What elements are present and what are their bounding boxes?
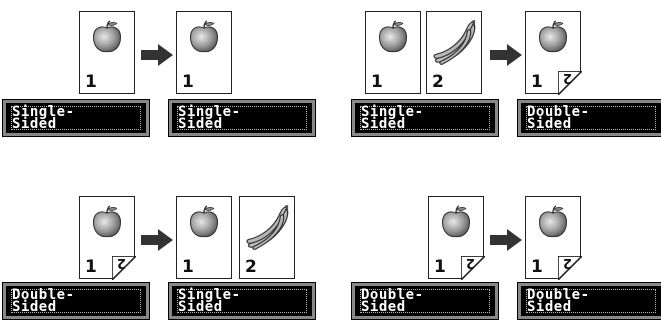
page-number: 1 [182, 259, 194, 276]
label-text: Double- Sided [12, 289, 75, 313]
apple-icon [89, 205, 125, 241]
copy-mode-label: Double- Sided [518, 100, 661, 136]
original-page-2: 2 [426, 11, 482, 94]
banana-icon [431, 18, 479, 66]
arrow-right-icon [141, 44, 173, 66]
label-text: Double- Sided [361, 289, 424, 313]
panel-single-to-double: 1 2 1 2 Single- Sided Double- Sided [330, 0, 661, 160]
apple-icon [186, 205, 222, 241]
page-number: 1 [531, 74, 543, 91]
panel-double-to-single: 1 2 1 2 Double- Sided Single- Sided [0, 160, 330, 321]
back-page-number: 2 [117, 256, 126, 269]
original-mode-label: Single- Sided [3, 100, 149, 136]
original-mode-label: Double- Sided [352, 283, 498, 319]
copy-mode-label: Single- Sided [169, 283, 315, 319]
page-number: 1 [85, 259, 97, 276]
apple-icon [186, 20, 222, 56]
apple-icon [438, 205, 474, 241]
original-page-duplex: 1 2 [428, 196, 484, 279]
page-number: 1 [85, 74, 97, 91]
back-page-number: 2 [563, 71, 572, 84]
copy-page-2: 2 [239, 196, 295, 279]
panel-single-to-single: 1 1 Single- Sided Single- Sided [0, 0, 330, 160]
apple-icon [535, 20, 571, 56]
apple-icon [375, 20, 411, 56]
page-number: 1 [531, 259, 543, 276]
panel-double-to-double: 1 2 1 2 Double- Sided Double- Sided [330, 160, 661, 321]
label-text: Single- Sided [178, 289, 241, 313]
copy-page-duplex: 1 2 [525, 11, 581, 94]
label-text: Double- Sided [527, 106, 590, 130]
apple-icon [89, 20, 125, 56]
page-number: 1 [182, 74, 194, 91]
original-mode-label: Double- Sided [3, 283, 149, 319]
page-number: 1 [371, 74, 383, 91]
banana-icon [244, 203, 292, 251]
copy-mode-label: Double- Sided [518, 283, 661, 319]
label-text: Single- Sided [361, 106, 424, 130]
original-page-duplex: 1 2 [79, 196, 135, 279]
label-text: Single- Sided [12, 106, 75, 130]
original-page: 1 [79, 11, 135, 94]
back-page-number: 2 [466, 256, 475, 269]
page-number: 1 [434, 259, 446, 276]
arrow-right-icon [490, 44, 522, 66]
copy-page-1: 1 [176, 196, 232, 279]
page-number: 2 [432, 74, 444, 91]
page-number: 2 [245, 259, 257, 276]
copy-page-duplex: 1 2 [525, 196, 581, 279]
label-text: Single- Sided [178, 106, 241, 130]
apple-icon [535, 205, 571, 241]
original-page-1: 1 [365, 11, 421, 94]
back-page-number: 2 [563, 256, 572, 269]
label-text: Double- Sided [527, 289, 590, 313]
copy-page: 1 [176, 11, 232, 94]
arrow-right-icon [490, 229, 522, 251]
arrow-right-icon [141, 229, 173, 251]
copy-mode-label: Single- Sided [169, 100, 315, 136]
original-mode-label: Single- Sided [352, 100, 498, 136]
